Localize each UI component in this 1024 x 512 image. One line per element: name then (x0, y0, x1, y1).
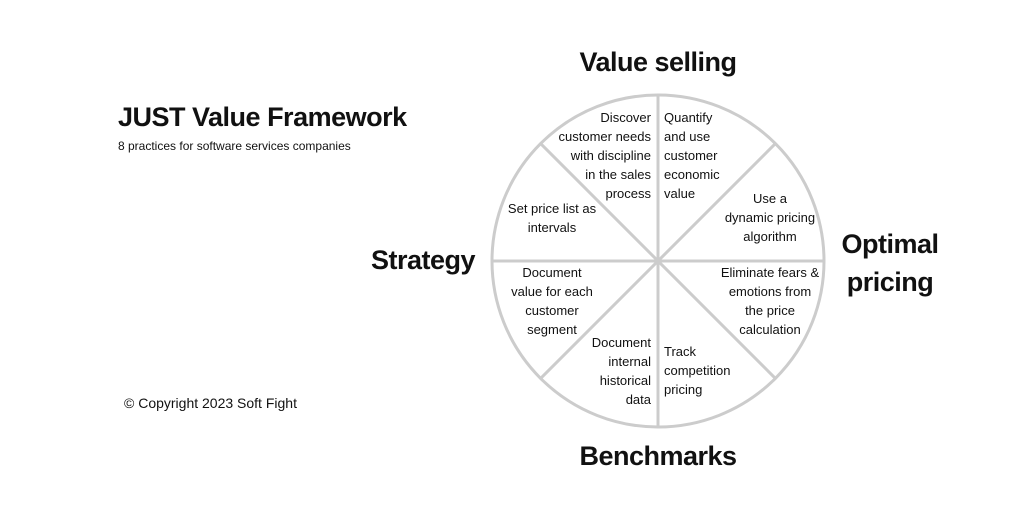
wheel-divider-diagonal-2 (539, 142, 777, 380)
practice-eliminate-fears: Eliminate fears & emotions from the pric… (720, 265, 820, 337)
framework-title: JUST Value Framework (118, 102, 407, 132)
framework-subtitle: 8 practices for software services compan… (118, 139, 351, 153)
practice-document-historical: Document internal historical data (591, 335, 651, 407)
quadrant-benchmarks: Benchmarks (579, 441, 737, 471)
practice-discover-needs: Discover customer needs with discipline … (558, 110, 652, 201)
quadrant-strategy: Strategy (370, 245, 476, 275)
page-title: JUST Value Framework (118, 102, 407, 133)
quadrant-optimal-pricing: Optimal pricing (841, 229, 939, 297)
practice-document-segment-value: Document value for each customer segment (511, 265, 593, 337)
practice-price-intervals: Set price list as intervals (507, 201, 597, 235)
quadrant-value-selling: Value selling (579, 47, 737, 77)
practice-quantify-value: Quantify and use customer economic value (664, 110, 720, 201)
practice-track-competition: Track competition pricing (664, 344, 731, 397)
practice-dynamic-pricing: Use a dynamic pricing algorithm (724, 191, 816, 244)
copyright-text: © Copyright 2023 Soft Fight (124, 395, 297, 411)
